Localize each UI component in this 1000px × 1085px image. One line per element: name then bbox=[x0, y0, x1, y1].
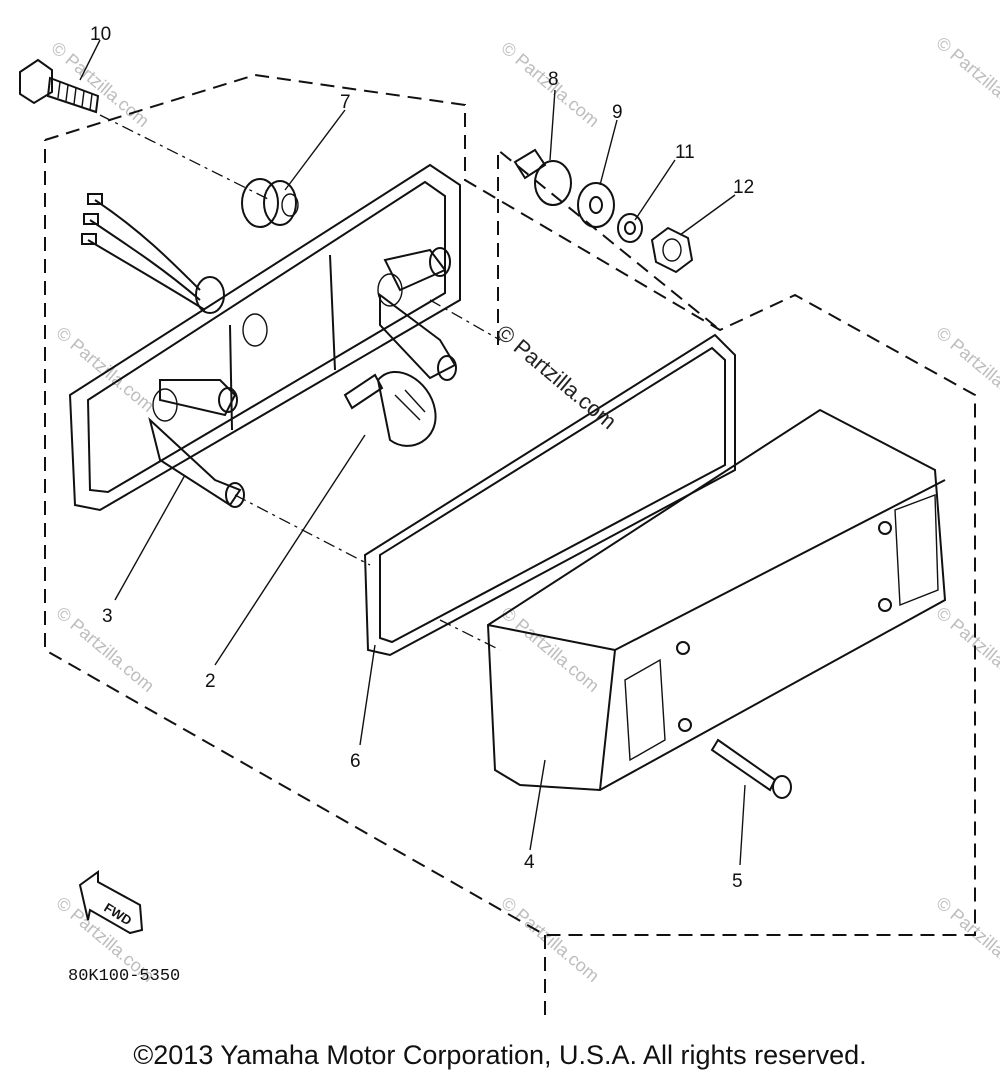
collar-part-8 bbox=[513, 148, 572, 206]
leader-lines bbox=[79, 39, 746, 866]
washer-part-9 bbox=[577, 182, 615, 228]
watermark-tile: © Partzilla.com bbox=[497, 893, 603, 986]
lock-washer-part-11 bbox=[617, 213, 643, 243]
nut-part-12 bbox=[650, 226, 694, 274]
grommet-part-7 bbox=[241, 178, 299, 228]
gasket-part-6 bbox=[363, 333, 736, 657]
callout-7: 7 bbox=[340, 92, 351, 113]
bulb-part-2 bbox=[343, 370, 437, 447]
lens-part-4 bbox=[486, 408, 947, 792]
forward-arrow-label: FWD bbox=[101, 900, 134, 928]
callout-5: 5 bbox=[732, 871, 743, 892]
watermark-tile: © Partzilla.com bbox=[52, 323, 158, 416]
part-code: 80K100-5350 bbox=[68, 967, 180, 986]
watermark-center: © Partzilla.com bbox=[492, 320, 622, 434]
callout-2: 2 bbox=[205, 671, 216, 692]
watermark-tile: © Partzilla.com bbox=[932, 323, 1000, 416]
mount-axis-line bbox=[429, 299, 501, 341]
watermark-tile: © Partzilla.com bbox=[932, 33, 1000, 126]
watermark-tile: © Partzilla.com bbox=[497, 603, 603, 696]
assembly-boundary bbox=[44, 73, 976, 936]
callout-12: 12 bbox=[733, 177, 754, 198]
callout-9: 9 bbox=[612, 102, 623, 123]
screw-part-5 bbox=[710, 738, 792, 799]
callout-6: 6 bbox=[350, 751, 361, 772]
callout-10: 10 bbox=[90, 24, 111, 45]
callout-3: 3 bbox=[102, 606, 113, 627]
watermark-tile: © Partzilla.com bbox=[47, 38, 153, 131]
hardware-group-bracket bbox=[497, 147, 721, 345]
watermark-tile: © Partzilla.com bbox=[932, 893, 1000, 986]
copyright-notice: ©2013 Yamaha Motor Corporation, U.S.A. A… bbox=[133, 1040, 867, 1070]
bolt-axis-line bbox=[99, 114, 271, 201]
callout-4: 4 bbox=[524, 852, 535, 873]
lens-axis-line bbox=[439, 619, 501, 651]
lamp-housing-part-3 bbox=[68, 163, 461, 512]
callout-8: 8 bbox=[548, 69, 559, 90]
callout-11: 11 bbox=[675, 142, 695, 163]
bolt-part-10 bbox=[19, 58, 100, 114]
watermark-tile: © Partzilla.com bbox=[932, 603, 1000, 696]
